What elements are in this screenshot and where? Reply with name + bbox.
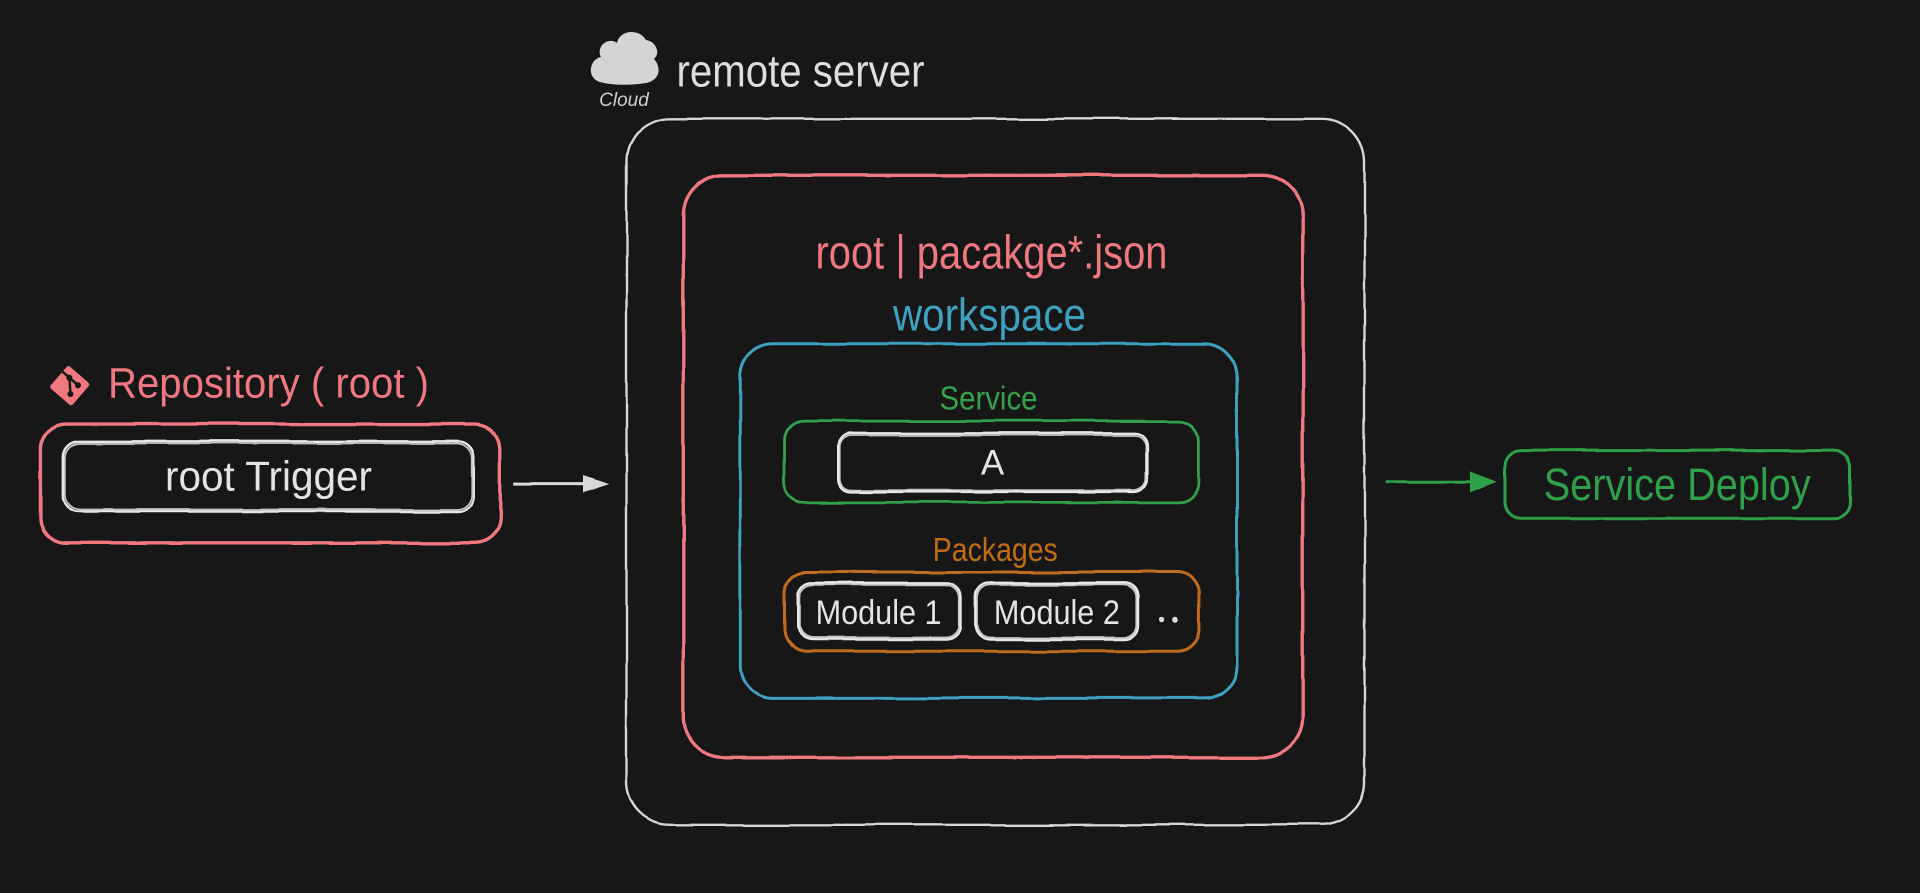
- svg-text:root | pacakge*.json: root | pacakge*.json: [816, 225, 1168, 278]
- svg-text:Service: Service: [940, 379, 1038, 416]
- svg-text:Repository ( root ): Repository ( root ): [108, 360, 429, 408]
- svg-text:Packages: Packages: [933, 531, 1058, 568]
- svg-text:Module 2: Module 2: [994, 594, 1120, 632]
- svg-text:A: A: [981, 443, 1005, 482]
- svg-text:root Trigger: root Trigger: [165, 453, 372, 500]
- svg-text:remote server: remote server: [677, 45, 925, 96]
- svg-text:Service Deploy: Service Deploy: [1544, 459, 1811, 510]
- svg-text:Cloud: Cloud: [599, 90, 650, 111]
- svg-text:Module 1: Module 1: [816, 594, 942, 632]
- svg-text:workspace: workspace: [892, 289, 1086, 341]
